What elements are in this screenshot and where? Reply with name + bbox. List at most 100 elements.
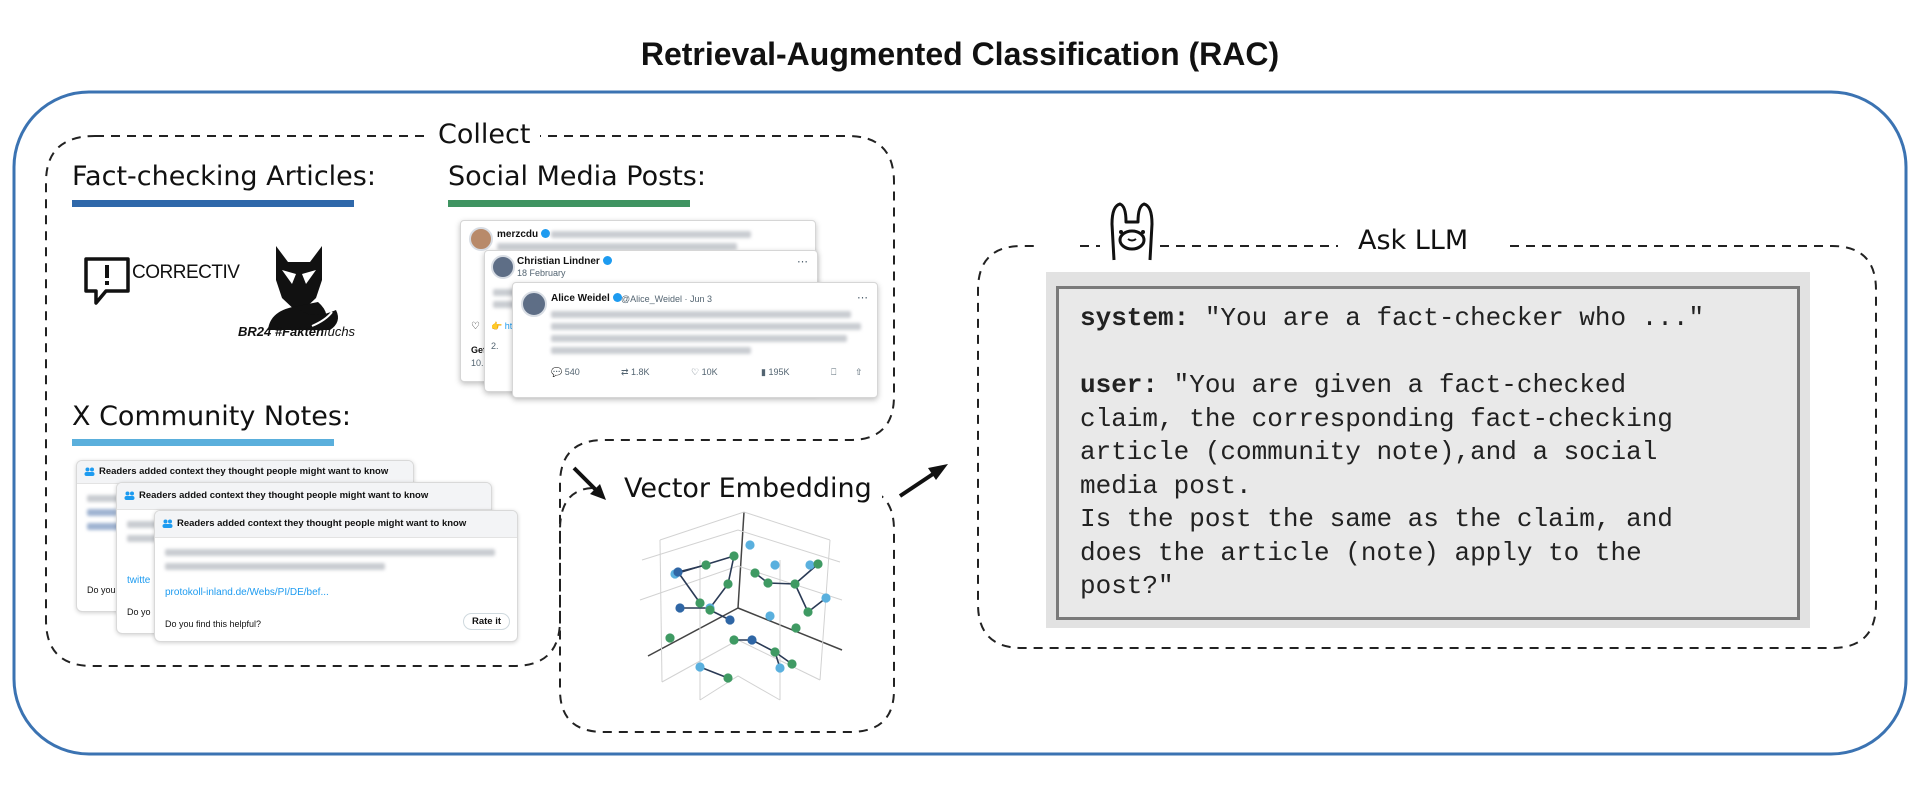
embedding-link [794,563,819,585]
note-question-fragment: Do you [87,585,116,595]
post-fragment: Gef [471,345,487,355]
people-icon [162,519,173,528]
note-link-fragment[interactable]: twitte [127,575,151,586]
avatar [521,291,547,317]
user-line: post?" [1080,571,1174,601]
verified-badge-icon [612,293,622,302]
blurred-text [165,549,495,556]
blurred-text [127,521,157,528]
prompt-box [1056,286,1800,620]
people-icon [124,491,135,500]
embedding-point-green [791,623,801,633]
like-count[interactable]: ♡ 10K [691,367,718,377]
embedding-point-green [770,647,780,657]
post-fragment: 2. [491,341,499,351]
embedding-link [727,555,735,585]
post-fragment: 👉 htt [491,321,515,331]
embedding-point-light-blue [805,560,815,570]
note-header: Readers added context they thought peopl… [77,461,413,484]
blurred-text [551,347,751,354]
embedding-link [699,666,729,679]
blurred-text [497,243,737,250]
verified-badge-icon [541,229,551,238]
embedding-point-green [790,579,800,589]
embedding-point-light-blue [775,663,785,673]
community-note-card-3: Readers added context they thought peopl… [154,510,518,642]
post-date: 18 February [517,268,566,278]
note-header-text: Readers added context they thought peopl… [99,466,389,477]
rate-it-button[interactable]: Rate it [463,613,511,630]
embedding-axes [639,511,843,701]
embedding-point-green [705,605,715,615]
embedding-point-green [787,659,797,669]
social-media-heading: Social Media Posts: [448,161,706,192]
user-line: Is the post the same as the claim, and [1080,504,1673,534]
embedding-link [677,564,707,573]
user-line: article (community note),and a social [1080,437,1658,467]
blurred-text [493,301,515,308]
embedding-point-green [729,635,739,645]
embedding-point-light-blue [745,540,755,550]
embedding-point-light-blue [765,611,775,621]
embedding-point-dark-blue [675,603,685,613]
ask-llm-region-border [977,245,1877,649]
view-count[interactable]: ▮ 195K [761,367,790,377]
verified-badge-icon [602,256,612,265]
embedding-point-green [729,551,739,561]
fact-checking-underline [72,200,354,207]
reply-count[interactable]: 💬 540 [551,367,580,377]
avatar [491,255,515,279]
people-icon [84,467,95,476]
blurred-text [551,323,861,330]
embedding-point-green [723,579,733,589]
embedding-point-dark-blue [725,615,735,625]
note-header-text: Readers added context they thought peopl… [139,490,429,501]
embedding-point-dark-blue [747,635,757,645]
fact-checking-heading: Fact-checking Articles: [72,161,376,192]
more-icon[interactable]: ⋯ [797,256,808,268]
embedding-point-green [723,673,733,683]
user-line: "You are given a fact-checked [1158,370,1627,400]
note-header: Readers added context they thought peopl… [117,483,491,510]
blurred-text [127,535,157,542]
note-helpful-question: Do you find this helpful? [165,619,262,629]
prompt-text: system: "You are a fact-checker who ..."… [1080,302,1800,604]
note-source-link[interactable]: protokoll-inland.de/Webs/PI/DE/bef... [165,587,329,598]
blurred-text [493,289,517,296]
user-line: media post. [1080,470,1252,501]
embedding-link [794,583,809,613]
community-notes-underline [72,439,334,446]
embedding-point-green [763,578,773,588]
arrow-to-llm [898,464,948,498]
correctiv-logo-icon [84,257,130,305]
post-author: merzcdu [497,229,551,240]
blurred-text [165,563,385,570]
post-author: Alice Weidel [551,293,622,304]
more-icon[interactable]: ⋯ [857,292,868,304]
br24-logo-text: BR24 #Faktenfuchs [238,324,356,339]
bookmark-icon[interactable]: ⎕ [831,367,837,377]
repost-count[interactable]: ⇄ 1.8K [621,367,650,377]
collect-region-border [45,135,895,667]
ask-llm-label: Ask LLM [1348,224,1479,258]
social-post-card-3: Alice Weidel @Alice_Weidel · Jun 3 ⋯ 💬 5… [512,282,878,398]
vector-region-border [559,487,895,733]
blurred-text [87,523,121,530]
embedding-link [709,583,729,609]
correctiv-logo-text: CORRECTIV [132,262,240,283]
note-header: Readers added context they thought peopl… [155,511,517,538]
embedding-point-green [803,607,813,617]
note-header-text: Readers added context they thought peopl… [177,518,467,529]
arrow-to-embedding [572,466,606,500]
embedding-point-green [665,633,675,643]
avatar [469,227,493,251]
collect-label: Collect [428,118,541,152]
main-title: Retrieval-Augmented Classification (RAC) [640,36,1280,72]
community-notes-heading: X Community Notes: [72,401,352,432]
embedding-point-green [813,559,823,569]
user-line: does the article (note) apply to the [1080,537,1642,568]
share-icon[interactable]: ⇧ [855,367,863,377]
post-fragment: 10. [471,358,484,368]
system-label: system: [1080,303,1190,333]
